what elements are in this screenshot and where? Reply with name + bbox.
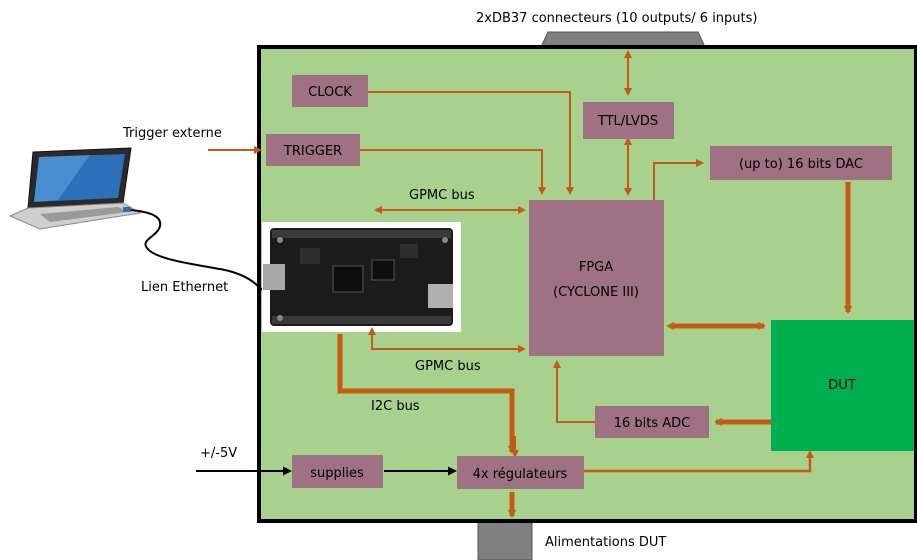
dac-box: (up to) 16 bits DAC [710, 146, 892, 180]
dac-label: (up to) 16 bits DAC [739, 157, 863, 172]
trigger-label: TRIGGER [283, 144, 342, 159]
supply-voltage-label: +/-5V [200, 446, 237, 461]
dut-supply-connector [478, 521, 532, 560]
fpga-label: FPGA [579, 260, 613, 275]
regulators-label: 4x régulateurs [473, 467, 568, 482]
supplies-box: supplies [292, 455, 383, 488]
beaglebone-board-image [262, 222, 461, 332]
laptop-icon [10, 148, 140, 229]
connectors-label: 2xDB37 connecteurs (10 outputs/ 6 inputs… [476, 11, 757, 26]
fpga-box: FPGA (CYCLONE III) [529, 200, 664, 356]
clock-label: CLOCK [308, 85, 352, 100]
ethernet-port-icon [123, 207, 131, 212]
ttl-lvds-box: TTL/LVDS [583, 102, 674, 139]
alimentations-dut-label: Alimentations DUT [545, 535, 666, 550]
trigger-box: TRIGGER [266, 134, 360, 166]
fpga-model-label: (CYCLONE III) [553, 285, 639, 300]
trigger-externe-label: Trigger externe [122, 126, 222, 141]
db37-connector [541, 32, 705, 47]
clock-box: CLOCK [292, 75, 368, 107]
adc-box: 16 bits ADC [595, 406, 709, 438]
ethernet-cable [131, 210, 262, 290]
regulators-box: 4x régulateurs [457, 456, 584, 489]
gpmc-bus-top-label: GPMC bus [409, 188, 475, 203]
gpmc-bus-bottom-label: GPMC bus [415, 359, 481, 374]
supplies-label: supplies [310, 466, 364, 481]
ttl-lvds-label: TTL/LVDS [597, 114, 658, 129]
lien-ethernet-label: Lien Ethernet [141, 280, 228, 295]
dut-label: DUT [828, 378, 856, 393]
adc-label: 16 bits ADC [614, 416, 691, 431]
dut-box: DUT [771, 320, 914, 451]
i2c-bus-label: I2C bus [371, 399, 420, 414]
